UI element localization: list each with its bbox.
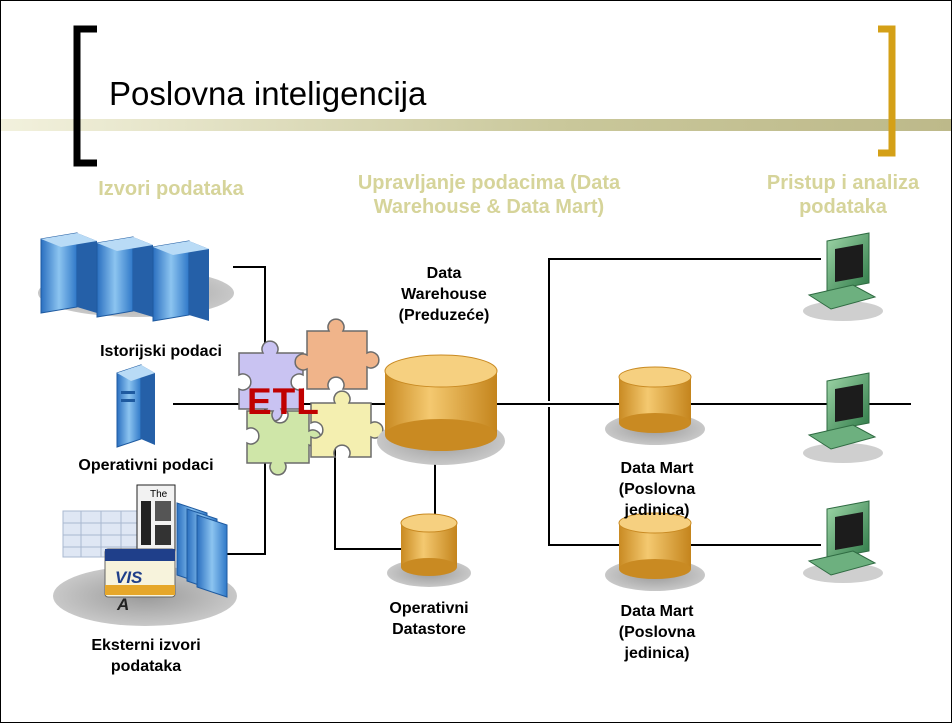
external-data-clipart-icon: VIS A The bbox=[53, 484, 237, 626]
label-external: Eksterni izvori podataka bbox=[91, 637, 201, 675]
computer-icon bbox=[803, 232, 883, 321]
card-text-line2: A bbox=[116, 595, 129, 614]
computer-icon bbox=[803, 372, 883, 463]
page-title: Poslovna inteligencija bbox=[109, 75, 427, 112]
computer-icon bbox=[803, 500, 883, 583]
title-band bbox=[1, 119, 951, 131]
label-historical: Istorijski podaci bbox=[100, 343, 222, 360]
header-management: Upravljanje podacima (Data Warehouse & D… bbox=[357, 172, 621, 218]
etl-label: ETL bbox=[247, 381, 320, 422]
right-bracket bbox=[878, 25, 896, 157]
label-operational: Operativni podaci bbox=[78, 457, 214, 474]
label-data-mart-2: Data Mart (Poslovna jedinica) bbox=[618, 603, 696, 662]
header-access: Pristup i analiza podataka bbox=[766, 172, 920, 218]
ods-cylinder-icon bbox=[387, 513, 471, 587]
paper-text: The bbox=[150, 489, 168, 500]
label-data-warehouse: Data Warehouse (Preduzeće) bbox=[398, 265, 490, 324]
data-warehouse-cylinder-icon bbox=[377, 354, 505, 465]
server-icon bbox=[116, 364, 155, 448]
label-ods: Operativni Datastore bbox=[389, 600, 469, 638]
left-bracket bbox=[73, 25, 97, 167]
label-data-mart-1: Data Mart (Poslovna jedinica) bbox=[618, 460, 696, 519]
header-sources: Izvori podataka bbox=[98, 178, 244, 200]
server-stack-icon bbox=[38, 232, 234, 322]
card-text-line1: VIS bbox=[115, 568, 143, 587]
puzzle-icon bbox=[238, 318, 384, 476]
data-mart-cylinder-icon bbox=[605, 512, 705, 591]
data-mart-cylinder-icon bbox=[605, 366, 705, 445]
